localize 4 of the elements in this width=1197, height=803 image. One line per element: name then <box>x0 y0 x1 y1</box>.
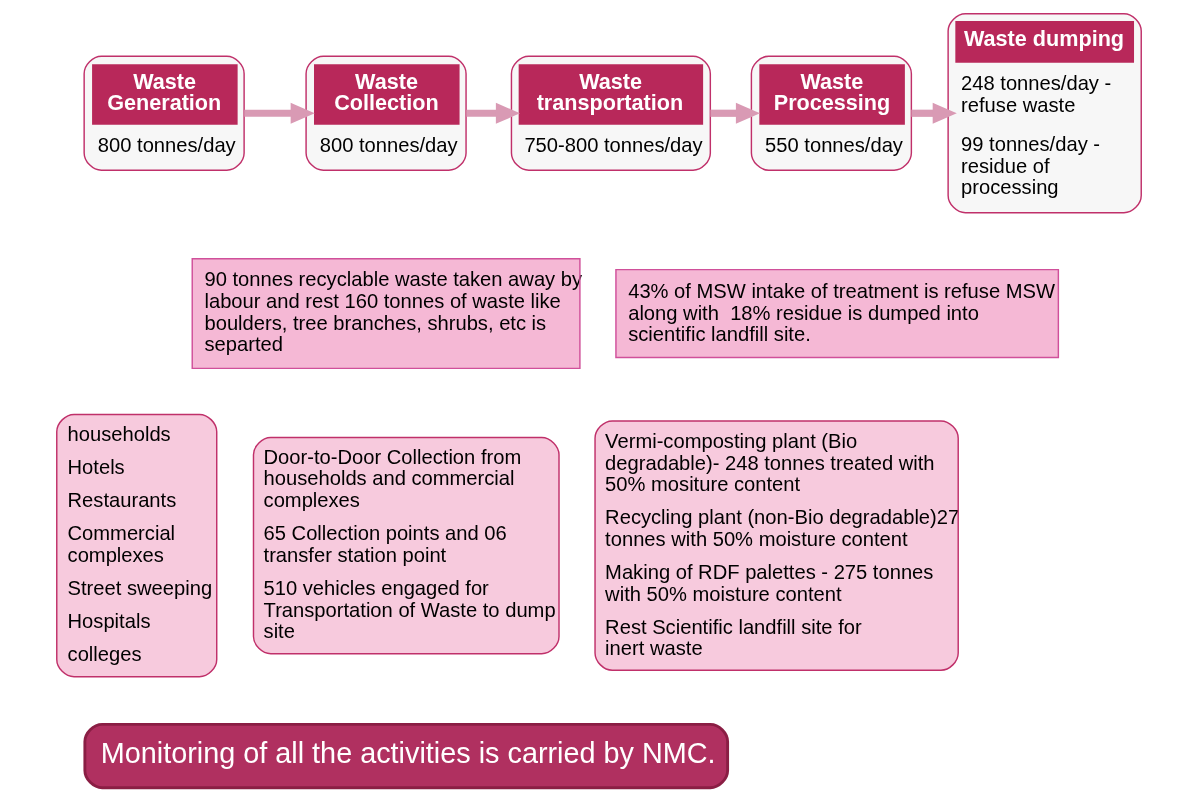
arrow <box>243 102 315 124</box>
arrow <box>465 102 520 124</box>
arrow <box>910 102 957 124</box>
arrow <box>709 102 760 124</box>
